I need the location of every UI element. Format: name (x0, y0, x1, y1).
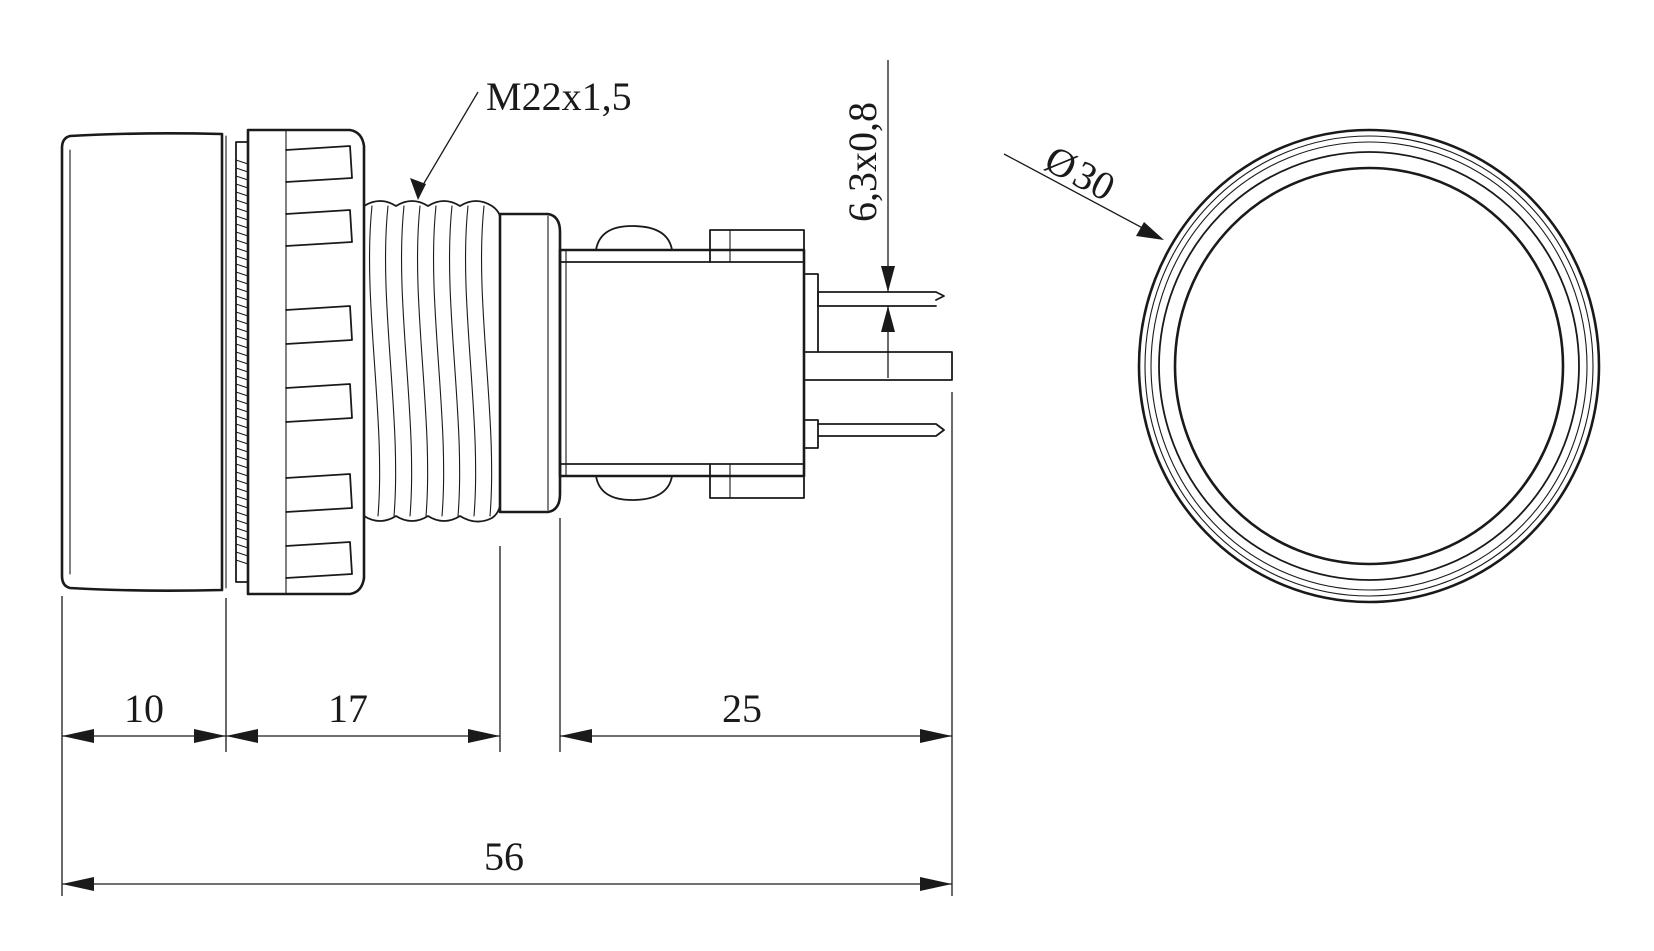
lens-cap (60, 132, 227, 592)
mounting-nut (246, 128, 366, 596)
dimensions: 10 17 25 56 (61, 392, 953, 896)
terminal-label: 6,3x0,8 (840, 102, 885, 222)
dim-total-label: 56 (484, 834, 524, 879)
dim-body-label: 17 (328, 686, 368, 731)
dimension-10: 10 (62, 686, 226, 743)
rear-collar (498, 212, 562, 514)
dimension-25: 25 (560, 686, 952, 743)
thread-label: M22x1,5 (486, 74, 632, 119)
dim-front-label: 10 (124, 686, 164, 731)
dimension-17: 17 (226, 686, 500, 743)
terminals (803, 273, 953, 449)
dim-rear-label: 25 (722, 686, 762, 731)
diameter-label: Ø 30 (1038, 136, 1123, 210)
knurl-strip (235, 141, 249, 583)
socket-housing (558, 225, 806, 501)
threaded-body (363, 200, 501, 523)
front-view: Ø 30 (1003, 128, 1601, 604)
dimension-56: 56 (62, 834, 952, 891)
side-view: M22x1,5 6,3x0,8 (60, 60, 953, 596)
